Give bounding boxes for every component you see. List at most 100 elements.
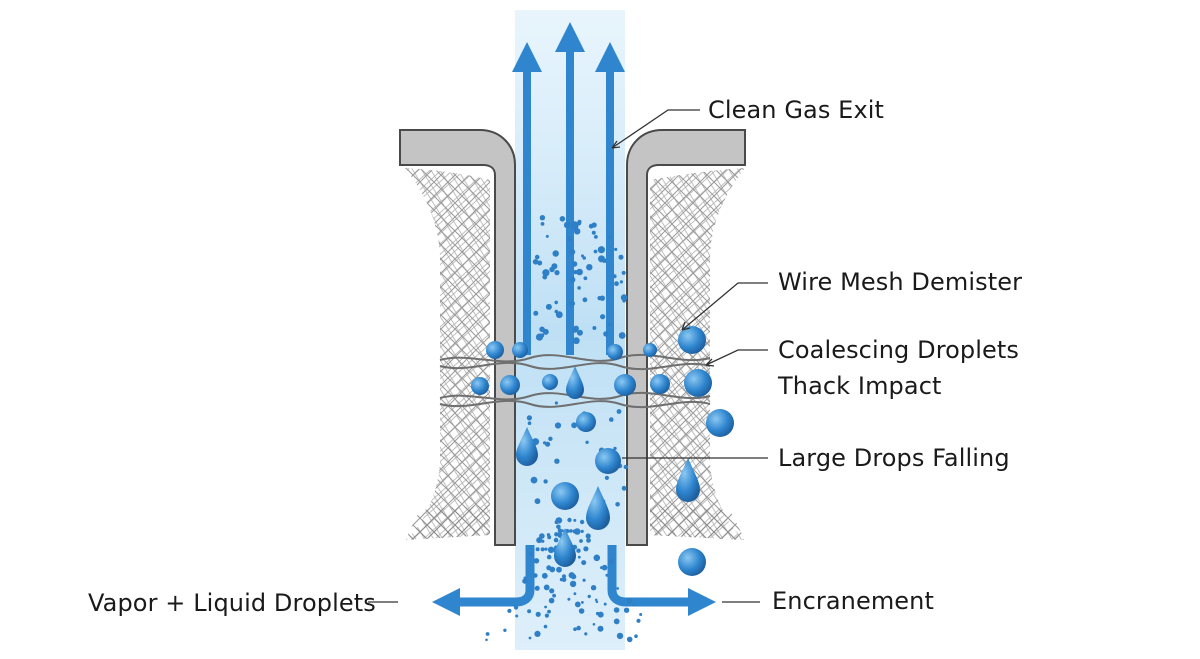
small-droplet [534,498,541,505]
small-droplet [556,566,562,573]
wire-mesh-demister-label: Wire Mesh Demister [778,268,1023,296]
small-droplet [543,624,548,629]
small-droplet [576,268,583,276]
small-droplet [507,608,512,614]
large-droplets [471,326,734,576]
small-droplet [548,597,555,604]
small-droplet [587,594,591,599]
small-droplet [573,627,577,631]
small-droplet [632,603,636,606]
small-droplet [485,638,488,642]
small-droplet [576,548,581,553]
small-droplet [540,333,545,338]
small-droplet [568,529,572,533]
small-droplet [551,263,558,270]
small-droplet [543,479,548,484]
small-droplet [546,533,551,537]
small-droplet [600,314,606,320]
small-droplet [598,255,605,263]
small-droplet [539,215,546,221]
small-droplet [542,274,548,280]
small-droplet [552,593,556,598]
small-droplet [530,476,538,484]
small-droplet [588,223,594,229]
small-droplet [545,441,551,447]
small-droplet [534,254,540,260]
small-droplet [571,326,579,333]
small-droplet [546,565,552,571]
small-droplet [572,337,580,345]
small-droplet [515,614,519,618]
small-droplet [619,280,624,284]
small-droplet [577,286,581,290]
small-droplet [593,554,601,562]
small-droplet [540,222,545,226]
small-droplet [620,294,628,301]
small-droplet [636,618,641,623]
small-droplet [594,598,598,602]
leader-lines [368,109,768,603]
small-droplet [618,254,624,260]
small-droplet [533,310,539,316]
small-droplet [567,597,571,601]
small-droplet [556,524,561,530]
small-droplet [534,630,541,638]
small-droplet [613,618,620,625]
small-droplet [539,533,545,539]
small-droplet [557,532,562,537]
small-droplet [560,529,564,533]
small-droplet [533,573,538,578]
small-droplet [549,588,555,594]
small-droplet [545,234,549,238]
small-droplet [554,458,560,464]
clean-gas-exit-label: Clean Gas Exit [708,96,885,124]
small-droplet [548,436,553,441]
small-droplet [567,236,573,242]
small-droplet [574,601,581,608]
small-droplet [537,260,543,266]
small-droplet [614,281,619,287]
small-droplet [526,415,533,421]
coalescing-droplets-label: Coalescing Droplets [778,336,1020,364]
small-droplet [535,611,541,617]
small-droplet [597,625,604,632]
thack-impact-label: Thack Impact [778,372,942,400]
small-droplet [547,609,551,614]
small-droplet [536,537,543,544]
falling-teardrops [516,366,700,567]
small-droplet [547,546,555,553]
small-droplet [559,216,566,222]
small-droplet [615,502,620,507]
small-droplet [555,311,563,319]
small-droplet [580,529,584,534]
small-droplet [554,270,560,276]
small-droplet [603,331,609,337]
small-droplet [533,558,540,564]
small-droplet [634,634,638,638]
small-droplet [534,585,540,591]
small-droplet [535,547,540,552]
small-droplet [561,577,567,582]
inlet-flow-arrows [432,545,716,616]
small-droplet [618,332,626,339]
encranement-label: Encranement [772,587,934,615]
small-droplet [569,276,576,283]
small-droplet [541,539,545,543]
large-drops-falling-label: Large Drops Falling [778,444,1010,472]
small-droplet [583,276,588,281]
small-droplet [583,546,589,552]
small-droplet [621,485,627,491]
small-droplet [585,533,591,539]
small-droplet [626,597,633,604]
small-droplet [597,246,606,254]
small-droplet [485,632,490,636]
small-droplet [623,464,628,470]
small-droplet [616,409,622,414]
small-droplet [616,632,624,640]
arrow-left-icon [432,588,460,616]
small-droplet [544,547,548,551]
small-droplet [584,632,588,636]
small-droplet [623,607,630,613]
small-droplet [543,584,550,591]
small-droplet [601,564,608,571]
